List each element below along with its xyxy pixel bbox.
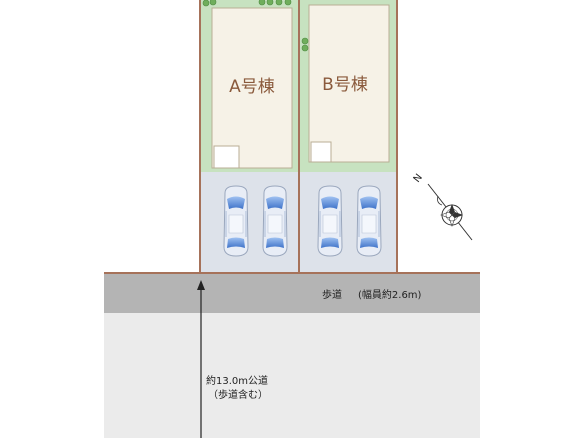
car-icon xyxy=(262,185,288,257)
sidewalk-label: 歩道 xyxy=(322,288,342,301)
compass-north-label: N xyxy=(412,172,425,185)
lot-a-building xyxy=(211,7,293,169)
compass-icon xyxy=(427,183,473,241)
arrow-up-icon xyxy=(197,280,205,438)
lot-a-label: A号棟 xyxy=(229,77,275,97)
lot-b: B号棟 xyxy=(299,0,397,273)
public-road xyxy=(104,313,480,438)
lot-a-entrance xyxy=(213,145,240,169)
lot-b-building xyxy=(308,4,390,163)
lot-borders xyxy=(199,0,398,273)
lot-b-parking xyxy=(299,172,397,273)
road-width-label: 約13.0m公道 xyxy=(206,374,268,387)
car-icon xyxy=(356,185,382,257)
lot-b-label: B号棟 xyxy=(322,75,368,95)
lot-b-entrance xyxy=(310,141,332,163)
sidewalk-width-label: (幅員約2.6m) xyxy=(358,288,422,301)
sidewalk xyxy=(104,274,480,313)
car-icon xyxy=(317,185,343,257)
shrub-icon xyxy=(202,0,309,52)
car-icon xyxy=(223,185,249,257)
road-width-note: （歩道含む） xyxy=(208,388,268,401)
